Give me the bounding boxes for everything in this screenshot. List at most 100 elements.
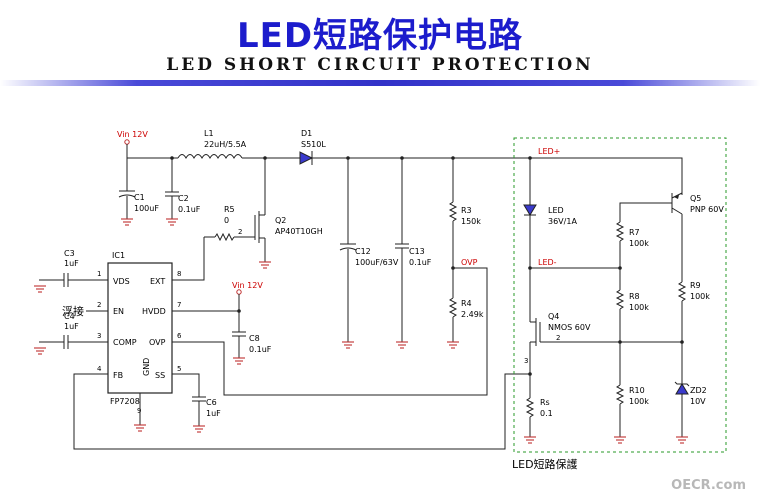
svg-text:C6: C6 [206, 398, 217, 407]
svg-text:5: 5 [177, 365, 181, 373]
svg-text:R4: R4 [461, 299, 472, 308]
ic-ref-label: IC1 [112, 251, 125, 260]
svg-text:0.1uF: 0.1uF [178, 205, 201, 214]
svg-text:VDS: VDS [113, 277, 130, 286]
ovp-wire [194, 267, 488, 396]
svg-text:Vin 12V: Vin 12V [232, 281, 263, 290]
title-chinese: LED短路保护电路 [236, 16, 524, 56]
protection-box [513, 137, 727, 453]
svg-text:3: 3 [97, 332, 101, 340]
svg-text:36V/1A: 36V/1A [548, 217, 577, 226]
svg-text:EXT: EXT [150, 277, 165, 286]
svg-text:2: 2 [556, 334, 560, 342]
svg-text:Q4: Q4 [548, 312, 559, 321]
resistor-Rs: Rs 0.1 [523, 374, 553, 444]
svg-text:L1: L1 [204, 129, 214, 138]
svg-text:0.1: 0.1 [540, 409, 553, 418]
ic-FP7208: IC1 FP7208 VDS EN COMP FB 1 2 3 4 EXT HV… [86, 251, 194, 432]
svg-text:1uF: 1uF [206, 409, 221, 418]
title-english: LED SHORT CIRCUIT PROTECTION [166, 55, 594, 75]
watermark: OECR.com [671, 478, 746, 493]
svg-text:S510L: S510L [301, 140, 326, 149]
svg-text:R10: R10 [629, 386, 645, 395]
led-string: LED 36V/1A [523, 204, 577, 268]
svg-text:C1: C1 [134, 193, 145, 202]
svg-text:C3: C3 [64, 249, 75, 258]
ic-part-label: FP7208 [110, 397, 140, 406]
led-plus-wire [529, 157, 683, 205]
svg-text:10V: 10V [690, 397, 706, 406]
svg-text:100uF/63V: 100uF/63V [355, 258, 399, 267]
resistor-R3: R3 150k [448, 158, 481, 298]
resistor-R8: R8 100k [615, 289, 649, 342]
resistor-R5: R5 0 2 [204, 205, 255, 242]
svg-text:3: 3 [524, 357, 528, 365]
svg-text:GND: GND [142, 358, 151, 376]
svg-text:C2: C2 [178, 194, 189, 203]
svg-text:7: 7 [177, 301, 181, 309]
svg-text:Q5: Q5 [690, 194, 701, 203]
svg-text:1uF: 1uF [64, 322, 79, 331]
svg-text:4: 4 [97, 365, 102, 373]
svg-text:SS: SS [155, 371, 165, 380]
svg-text:2.49k: 2.49k [461, 310, 484, 319]
svg-text:HVDD: HVDD [142, 307, 166, 316]
svg-text:150k: 150k [461, 217, 481, 226]
zener-ZD2: ZD2 10V [674, 342, 707, 444]
led-minus-label: LED- [538, 258, 557, 267]
c8-ref: C8 [249, 334, 260, 343]
svg-text:NMOS 60V: NMOS 60V [548, 323, 591, 332]
inductor-L1: L1 22uH/5.5A [177, 129, 247, 160]
capacitor-C2: C2 0.1uF [165, 158, 201, 226]
floating-label: 浮接 [62, 305, 84, 318]
svg-text:2: 2 [97, 301, 101, 309]
mosfet-Q4: Q4 NMOS 60V 2 3 [524, 268, 682, 374]
capacitor-C13: C13 0.1uF [395, 158, 432, 349]
svg-text:PNP 60V: PNP 60V [690, 205, 724, 214]
svg-text:EN: EN [113, 307, 124, 316]
vin-top-node: Vin 12V [117, 130, 148, 158]
header: LED短路保护电路 LED SHORT CIRCUIT PROTECTION [0, 0, 760, 95]
svg-text:100k: 100k [690, 292, 710, 301]
svg-text:LED: LED [548, 206, 564, 215]
vin-top-label: Vin 12V [117, 130, 148, 139]
protection-caption: LED短路保護 [512, 457, 578, 471]
led-plus-label: LED+ [538, 147, 560, 156]
svg-text:Rs: Rs [540, 398, 550, 407]
svg-text:100k: 100k [629, 397, 649, 406]
svg-text:ZD2: ZD2 [690, 386, 707, 395]
capacitor-C12: C12 100uF/63V [339, 158, 399, 349]
svg-text:R5: R5 [224, 205, 235, 214]
svg-text:FB: FB [113, 371, 123, 380]
svg-text:2: 2 [238, 228, 242, 236]
ovp-net-label: OVP [461, 258, 478, 267]
resistor-R9: R9 100k [677, 281, 710, 342]
svg-text:R7: R7 [629, 228, 640, 237]
capacitor-C3: C3 1uF [33, 249, 86, 293]
svg-text:C4: C4 [64, 312, 75, 321]
svg-text:8: 8 [177, 270, 181, 278]
svg-text:C13: C13 [409, 247, 425, 256]
resistor-R4: R4 2.49k [446, 297, 484, 349]
svg-text:0.1uF: 0.1uF [409, 258, 432, 267]
title-underline-bar [0, 80, 760, 86]
svg-text:1uF: 1uF [64, 259, 79, 268]
svg-text:C12: C12 [355, 247, 371, 256]
diode-D1: D1 S510L [299, 129, 326, 165]
svg-text:22uH/5.5A: 22uH/5.5A [204, 140, 247, 149]
svg-text:R8: R8 [629, 292, 640, 301]
svg-text:OVP: OVP [149, 338, 166, 347]
svg-text:R3: R3 [461, 206, 472, 215]
svg-text:100uF: 100uF [134, 204, 159, 213]
svg-text:1: 1 [97, 270, 101, 278]
svg-text:0: 0 [224, 216, 229, 225]
svg-text:COMP: COMP [113, 338, 137, 347]
svg-text:9: 9 [137, 407, 141, 415]
capacitor-C1: C1 100uF [118, 158, 159, 226]
svg-text:AP40T10GH: AP40T10GH [275, 227, 323, 236]
svg-text:D1: D1 [301, 129, 312, 138]
resistor-R10: R10 100k [613, 342, 649, 444]
capacitor-C4: C4 1uF [33, 312, 86, 355]
resistor-R7: R7 100k [615, 202, 665, 290]
